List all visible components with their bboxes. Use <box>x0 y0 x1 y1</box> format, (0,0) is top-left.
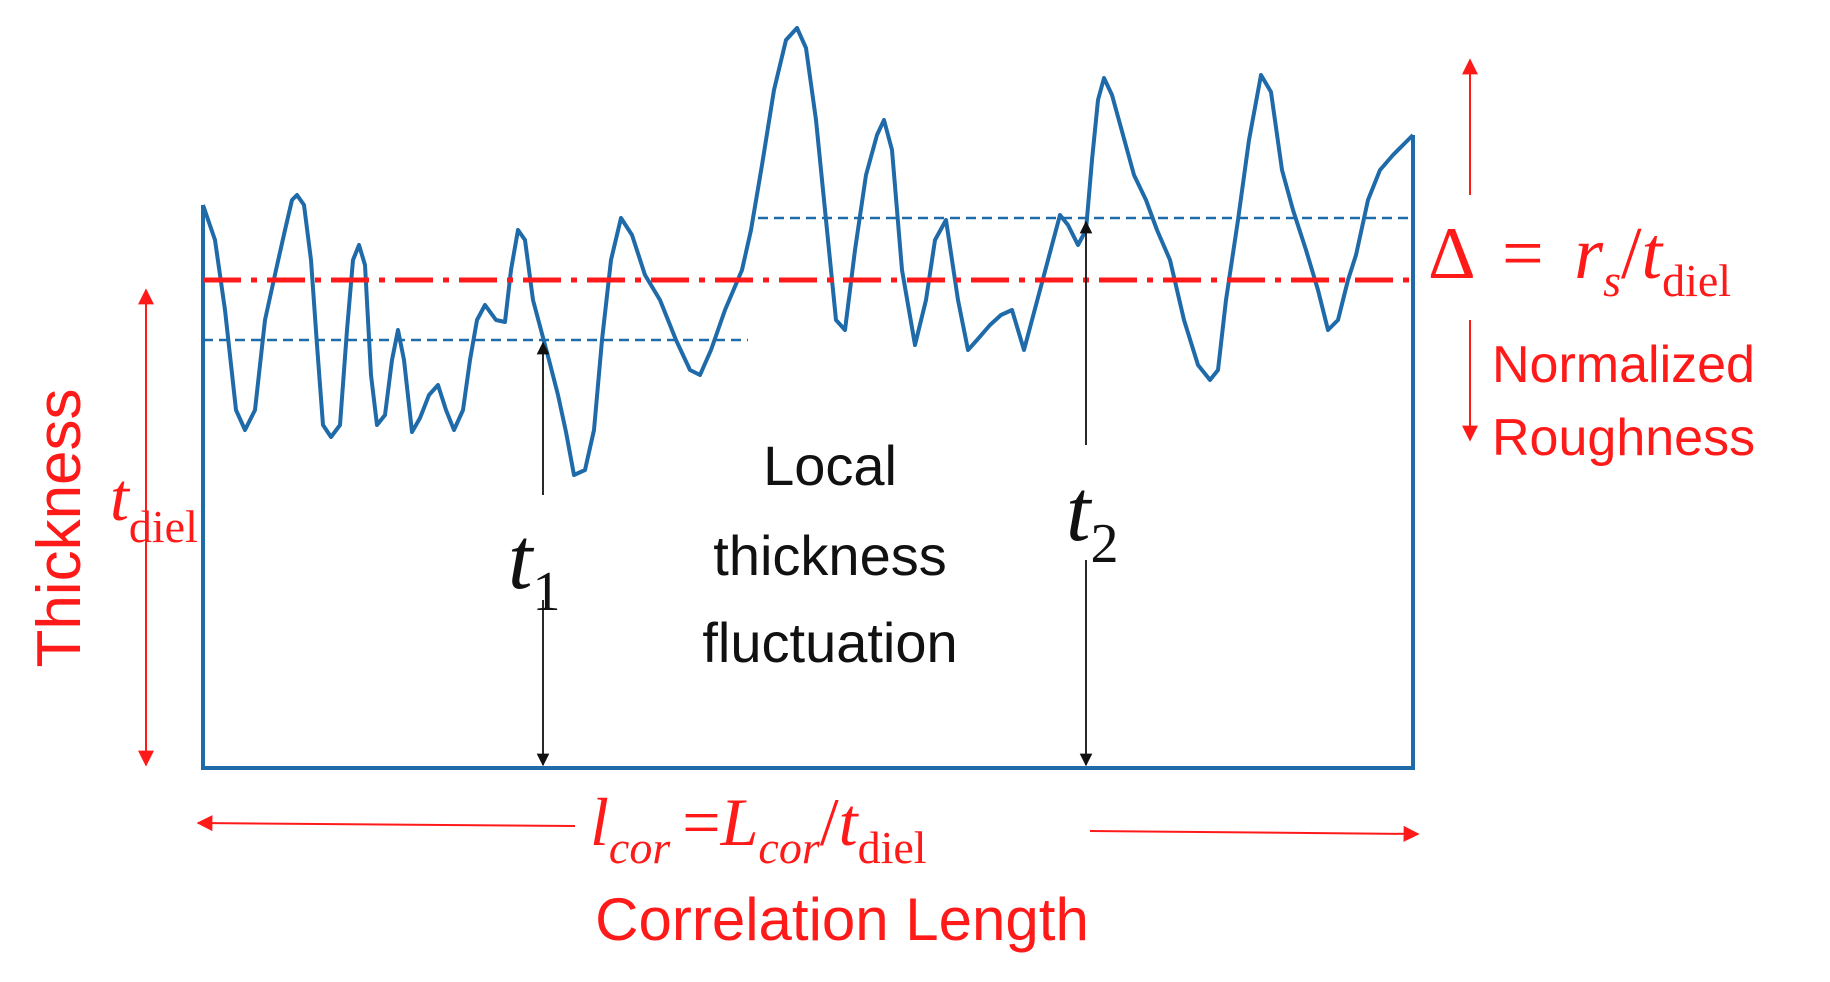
formula-delta: Δ <box>1428 213 1473 295</box>
normalized-caption-line2: Roughness <box>1492 409 1755 467</box>
corr-L-sub: cor <box>758 822 820 873</box>
rough-surface-profile <box>201 26 1415 477</box>
correlation-caption: Correlation Length <box>595 886 1089 953</box>
t1-label: t1 <box>508 511 560 623</box>
t-diel-label: tdiel <box>110 459 198 552</box>
roughness-formula: Δ = rs/tdiel <box>1428 213 1731 306</box>
correlation-arrow-right <box>1089 825 1420 842</box>
formula-r-sub: s <box>1603 255 1621 306</box>
center-line1: Local <box>763 434 897 497</box>
correlation-formula: lcor=Lcor/tdiel <box>590 784 927 873</box>
formula-t-sub: diel <box>1662 255 1731 306</box>
t2-main: t <box>1066 463 1093 560</box>
t-diel-main: t <box>110 459 131 535</box>
corr-l-sub: cor <box>609 822 671 873</box>
corr-L: L <box>720 784 759 860</box>
t-diel-sub: diel <box>129 501 198 552</box>
center-line2: thickness <box>713 524 946 587</box>
center-line3: fluctuation <box>702 611 957 674</box>
corr-t-sub: diel <box>858 822 927 873</box>
corr-equals: = <box>682 784 720 860</box>
formula-r: r <box>1574 213 1604 295</box>
t2-sub: 2 <box>1090 513 1118 575</box>
t1-main: t <box>508 511 535 608</box>
t1-sub: 1 <box>532 561 560 623</box>
corr-l: l <box>590 784 609 860</box>
t2-label: t2 <box>1066 463 1118 575</box>
corr-t: t <box>839 784 860 860</box>
thickness-label: Thickness <box>25 388 94 667</box>
corr-slash: / <box>820 784 839 860</box>
dielectric-box-outline <box>201 135 1415 770</box>
formula-t: t <box>1642 213 1665 295</box>
normalized-caption-line1: Normalized <box>1492 336 1755 394</box>
correlation-arrow-left <box>196 815 576 832</box>
formula-slash: / <box>1621 213 1642 295</box>
formula-equals: = <box>1502 213 1544 295</box>
